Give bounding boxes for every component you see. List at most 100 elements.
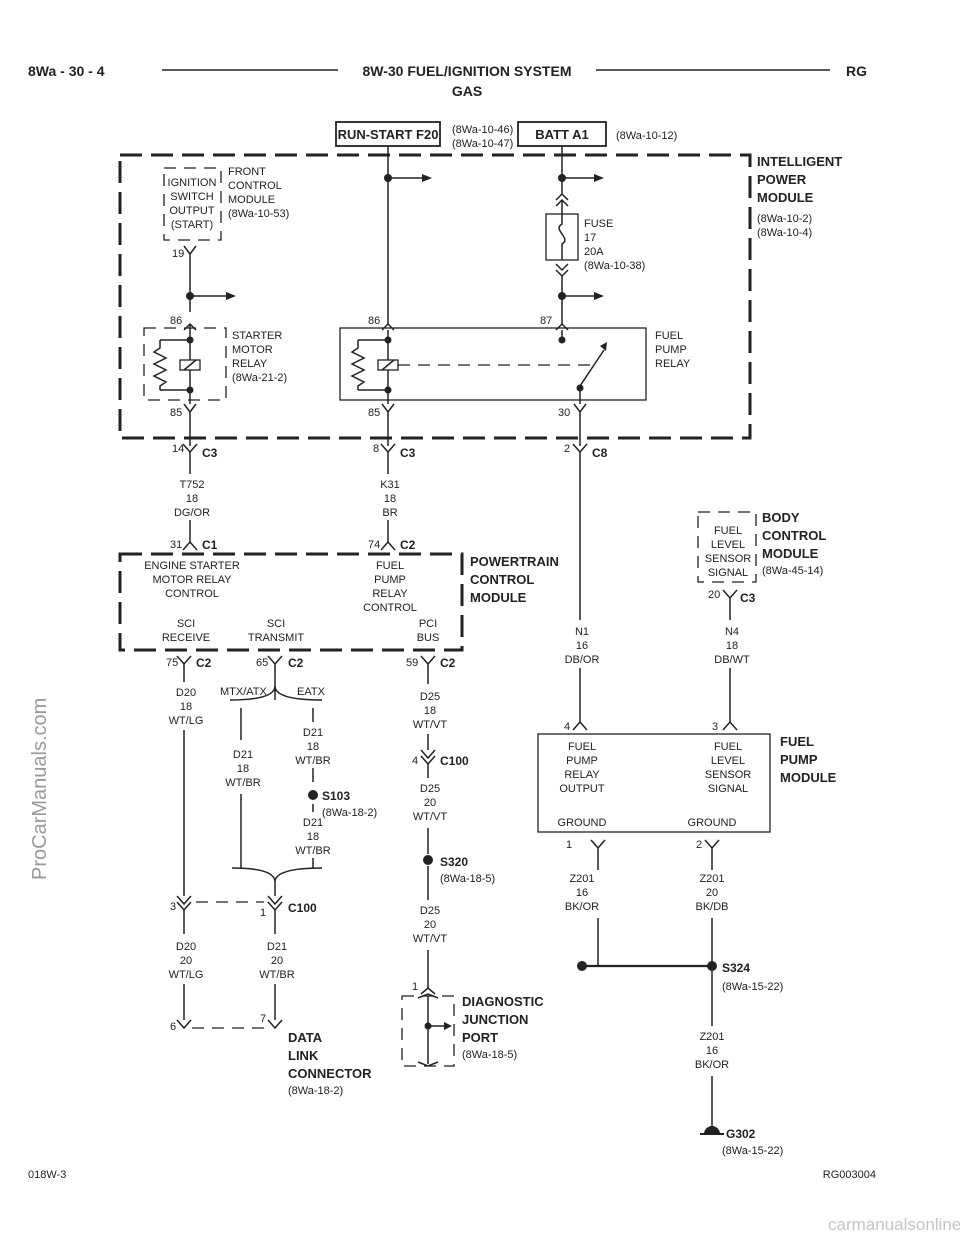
- arrow-icon: [594, 174, 604, 182]
- connector-symbol: [183, 245, 197, 256]
- front-control-module-label: FRONT: [228, 166, 266, 178]
- wire-label-z201: Z201: [699, 1031, 724, 1043]
- dlc-title: CONNECTOR: [288, 1066, 372, 1081]
- pin-label: 87: [540, 315, 552, 327]
- ipm-title: MODULE: [757, 190, 814, 205]
- connector-label: C3: [202, 446, 218, 460]
- pin-label: 85: [170, 407, 182, 419]
- pin-label: 14: [172, 443, 184, 455]
- wire-label-k31: K31: [380, 479, 400, 491]
- fpm-title: PUMP: [780, 752, 818, 767]
- relay-switch-arm: [579, 349, 605, 387]
- connector-label: C2: [400, 538, 416, 552]
- page-title: 8W-30 FUEL/IGNITION SYSTEM: [363, 63, 572, 79]
- pcm-fuel-pump-control-label: PUMP: [374, 574, 406, 586]
- pcm-fuel-pump-control-label: RELAY: [372, 588, 408, 600]
- variant-split: [229, 685, 323, 701]
- starter-relay-box: [143, 327, 227, 401]
- pin-label: 6: [170, 1021, 176, 1033]
- connector-symbol: [176, 895, 192, 912]
- wire-label-d21: WT/BR: [225, 777, 260, 789]
- pin-label: 4: [412, 755, 418, 767]
- connector-label: C2: [196, 656, 212, 670]
- wire-label-d25: D25: [420, 905, 440, 917]
- pcm-engine-starter-label: CONTROL: [165, 588, 219, 600]
- pin-label: 86: [170, 315, 182, 327]
- fuse-label: (8Wa-10-38): [584, 260, 645, 272]
- wire-label-d21: WT/BR: [259, 969, 294, 981]
- relay-contact: [576, 384, 584, 392]
- djp-title: PORT: [462, 1030, 498, 1045]
- connector-symbol: [182, 540, 198, 551]
- pin-label: 7: [260, 1013, 266, 1025]
- wire-label-d21: 20: [271, 955, 283, 967]
- pin-label: 19: [172, 248, 184, 260]
- wire-label-n4: N4: [725, 626, 739, 638]
- front-control-module-label: MODULE: [228, 194, 275, 206]
- wire-label-t752: DG/OR: [174, 507, 210, 519]
- pcm-boundary: [118, 552, 464, 652]
- fpm-ground-label: GROUND: [688, 817, 737, 829]
- pin-label: 59: [406, 657, 418, 669]
- pcm-pci-bus-label: PCI: [419, 618, 437, 630]
- bcm-signal-label: FUEL: [714, 525, 742, 537]
- pcm-sci-transmit-label: TRANSMIT: [248, 632, 305, 644]
- connector-symbol: [590, 839, 606, 850]
- starter-relay-label: RELAY: [232, 358, 268, 370]
- fpm-relay-output-label: FUEL: [568, 741, 596, 753]
- ipm-title: POWER: [757, 172, 807, 187]
- pin-label: 1: [260, 907, 266, 919]
- wire-label-n1: N1: [575, 626, 589, 638]
- connector-symbol: [183, 403, 197, 414]
- pcm-fuel-pump-control-label: CONTROL: [363, 602, 417, 614]
- ipm-ref: (8Wa-10-2): [757, 213, 812, 225]
- connector-label: C8: [592, 446, 608, 460]
- side-watermark: ProCarManuals.com: [29, 698, 51, 880]
- connector-symbol: [381, 403, 395, 414]
- splice-s320-ref: (8Wa-18-5): [440, 873, 495, 885]
- ignition-switch-label: SWITCH: [170, 191, 213, 203]
- run-start-ref: (8Wa-10-46): [452, 124, 513, 136]
- connector-symbol: [267, 655, 283, 666]
- wire-label-d21: 18: [307, 741, 319, 753]
- wire-label-d20: D20: [176, 687, 196, 699]
- connector-symbol: [380, 540, 396, 551]
- connector-symbol: [420, 749, 436, 766]
- pin-label: 30: [558, 407, 570, 419]
- ignition-switch-label: (START): [171, 219, 213, 231]
- wire-label-d25: 20: [424, 919, 436, 931]
- fuel-pump-relay-label: RELAY: [655, 358, 691, 370]
- wire-label-d25: WT/VT: [413, 719, 447, 731]
- wire-label-z201: 20: [706, 887, 718, 899]
- wire-label-d25: 18: [424, 705, 436, 717]
- wire-label-z201: Z201: [699, 873, 724, 885]
- djp-terminal: [417, 993, 439, 1067]
- wire-label-z201: Z201: [569, 873, 594, 885]
- splice-s103: [308, 790, 318, 800]
- fpm-relay-output-label: OUTPUT: [559, 783, 605, 795]
- splice-s320-label: S320: [440, 855, 468, 869]
- wire-label-t752: 18: [186, 493, 198, 505]
- wire-label-d21: 18: [307, 831, 319, 843]
- wire-label-d25: WT/VT: [413, 811, 447, 823]
- pin-label: 86: [368, 315, 380, 327]
- pin-label: 3: [712, 721, 718, 733]
- wire-label-z201: BK/DB: [695, 901, 728, 913]
- dlc-title: DATA: [288, 1030, 323, 1045]
- starter-relay-label: STARTER: [232, 330, 282, 342]
- pcm-sci-transmit-label: SCI: [267, 618, 285, 630]
- wire-label-d25: D25: [420, 783, 440, 795]
- starter-relay-label: (8Wa-21-2): [232, 372, 287, 384]
- wire-label-d21: WT/BR: [295, 845, 330, 857]
- splice-s324-ref: (8Wa-15-22): [722, 981, 783, 993]
- wire-label-k31: BR: [382, 507, 397, 519]
- wire-label-z201: 16: [576, 887, 588, 899]
- pin-label: 4: [564, 721, 570, 733]
- ignition-switch-label: IGNITION: [168, 177, 217, 189]
- ground-g302-ref: (8Wa-15-22): [722, 1145, 783, 1157]
- dlc-title: LINK: [288, 1048, 319, 1063]
- front-control-module-label: (8Wa-10-53): [228, 208, 289, 220]
- arrow-icon: [594, 292, 604, 300]
- connector-symbol: [722, 589, 738, 600]
- variant-merge: [231, 867, 323, 883]
